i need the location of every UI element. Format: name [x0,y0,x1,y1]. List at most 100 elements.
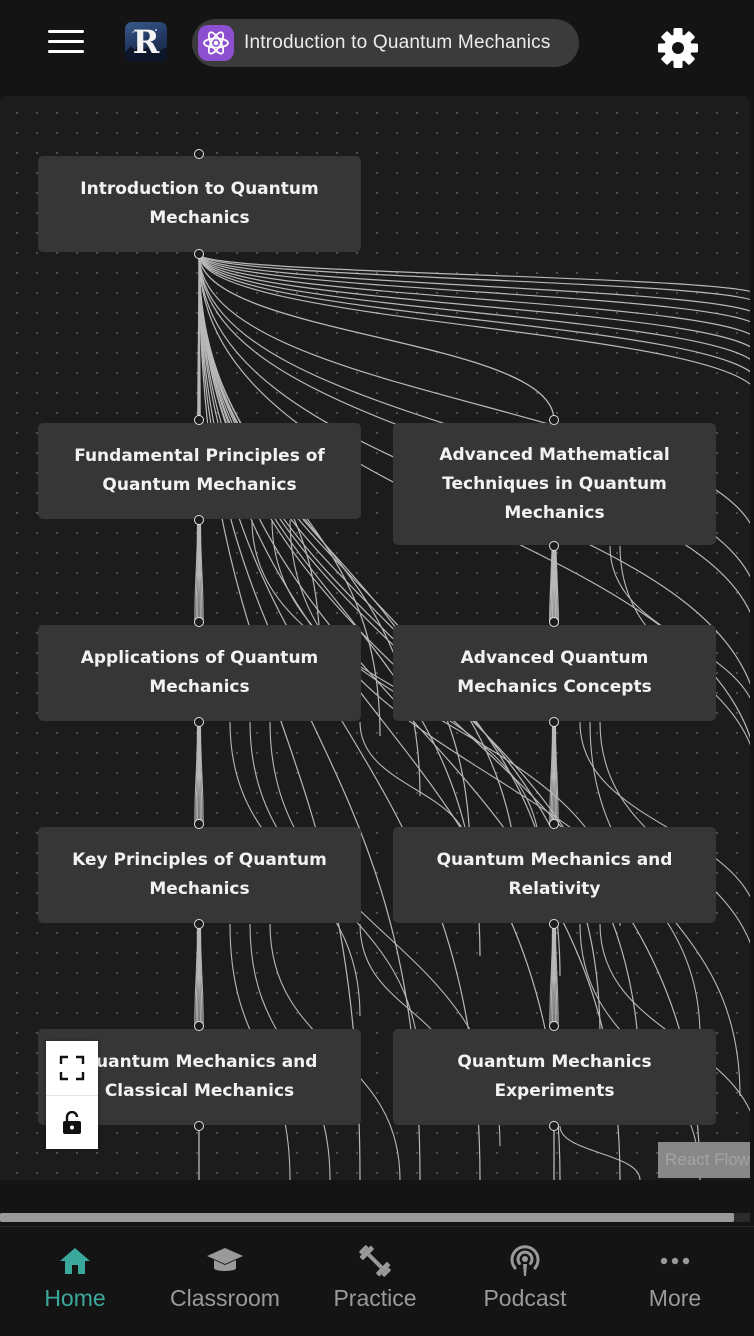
node-handle[interactable] [549,1021,559,1031]
graph-edge [199,923,203,1027]
graph-edge [194,923,198,1027]
graph-edge [198,253,481,957]
graph-edge [550,923,554,1027]
graph-edge [198,253,750,348]
node-label: Key Principles of Quantum Mechanics [72,850,327,899]
node-intro[interactable]: Introduction to Quantum Mechanics [38,156,361,252]
node-handle[interactable] [194,1021,204,1031]
graph-edge [199,519,203,623]
graph-edge [200,923,204,1027]
node-handle[interactable] [194,515,204,525]
graph-edge [554,721,556,825]
graph-edge [198,253,750,301]
nav-more[interactable]: More [600,1227,750,1336]
node-handle[interactable] [194,249,204,259]
gear-icon[interactable] [656,26,700,70]
nav-label: Home [44,1285,106,1311]
node-handle[interactable] [194,617,204,627]
graph-edge [550,721,554,825]
node-experiments[interactable]: Quantum Mechanics Experiments [393,1029,716,1125]
graph-edge [200,519,204,623]
graph-edge [199,721,203,825]
node-handle[interactable] [194,415,204,425]
nav-label: Practice [333,1285,417,1311]
graph-edge [194,519,198,623]
graph-edge [549,923,553,1027]
flow-controls [46,1041,98,1149]
node-handle[interactable] [194,149,204,159]
node-relativity[interactable]: Quantum Mechanics and Relativity [393,827,716,923]
nav-label: Podcast [483,1285,567,1311]
app-logo[interactable]: R [125,22,167,62]
graph-edge [554,923,558,1027]
bottom-navigation: Home Classroom Practice [0,1226,754,1336]
react-flow-attribution[interactable]: React Flow [658,1142,750,1178]
podcast-icon [505,1243,545,1279]
topic-selector[interactable]: Introduction to Quantum Mechanics [192,19,579,67]
node-label: Advanced Quantum Mechanics Concepts [457,648,652,697]
graph-edge [199,519,201,623]
node-handle[interactable] [194,1121,204,1131]
graduation-cap-icon [205,1243,245,1279]
graph-edge [554,721,558,825]
hamburger-menu-icon[interactable] [46,28,86,58]
nav-podcast[interactable]: Podcast [450,1227,600,1336]
graph-edge [195,519,199,623]
graph-edge [198,253,750,385]
fit-view-button[interactable] [46,1041,98,1095]
graph-edge [198,253,750,323]
nav-classroom[interactable]: Classroom [150,1227,300,1336]
horizontal-scrollbar[interactable] [0,1213,750,1222]
logo-background [125,29,167,62]
graph-edge [195,721,199,825]
node-label: Advanced Mathematical Techniques in Quan… [439,444,670,523]
node-handle[interactable] [194,717,204,727]
nav-practice[interactable]: Practice [300,1227,450,1336]
node-handle[interactable] [549,717,559,727]
graph-edge [198,253,201,421]
graph-edge [289,519,701,1037]
graph-edge [199,923,201,1027]
graph-edge [198,253,750,293]
graph-edge [194,721,198,825]
node-handle[interactable] [194,819,204,829]
graph-edge [197,923,199,1027]
nav-home[interactable]: Home [0,1227,150,1336]
node-applications[interactable]: Applications of Quantum Mechanics [38,625,361,721]
node-handle[interactable] [549,415,559,425]
scrollbar-thumb[interactable] [0,1213,734,1222]
home-icon [55,1243,95,1279]
node-label: Quantum Mechanics Experiments [457,1052,652,1101]
node-handle[interactable] [549,819,559,829]
node-key-principles[interactable]: Key Principles of Quantum Mechanics [38,827,361,923]
graph-edge [197,519,199,623]
graph-edge [555,721,559,825]
logo-letter: R [132,23,160,61]
node-label: Applications of Quantum Mechanics [80,648,319,697]
graph-edge [198,253,750,312]
lock-toggle-button[interactable] [46,1095,98,1149]
graph-edge [198,253,555,421]
graph-edge [198,253,750,373]
fit-view-icon [59,1055,85,1081]
node-fundamental[interactable]: Fundamental Principles of Quantum Mechan… [38,423,361,519]
node-handle[interactable] [549,617,559,627]
graph-edge [198,253,471,857]
graph-edge [198,253,750,360]
graph-edge [552,721,554,825]
node-label: Quantum Mechanics and Classical Mechanic… [81,1052,318,1101]
graph-edge [197,721,199,825]
flow-canvas[interactable]: Introduction to Quantum Mechanics Fundam… [0,96,750,1180]
graph-edge [549,721,553,825]
unlock-icon [63,1110,81,1134]
node-label: Introduction to Quantum Mechanics [80,179,319,228]
node-handle[interactable] [194,919,204,929]
node-advanced-concepts[interactable]: Advanced Quantum Mechanics Concepts [393,625,716,721]
graph-edge [195,923,199,1027]
node-label: Quantum Mechanics and Relativity [436,850,673,899]
graph-edge [198,253,750,525]
node-handle[interactable] [549,1121,559,1131]
node-advanced-math[interactable]: Advanced Mathematical Techniques in Quan… [393,423,716,545]
node-handle[interactable] [549,919,559,929]
node-handle[interactable] [549,541,559,551]
